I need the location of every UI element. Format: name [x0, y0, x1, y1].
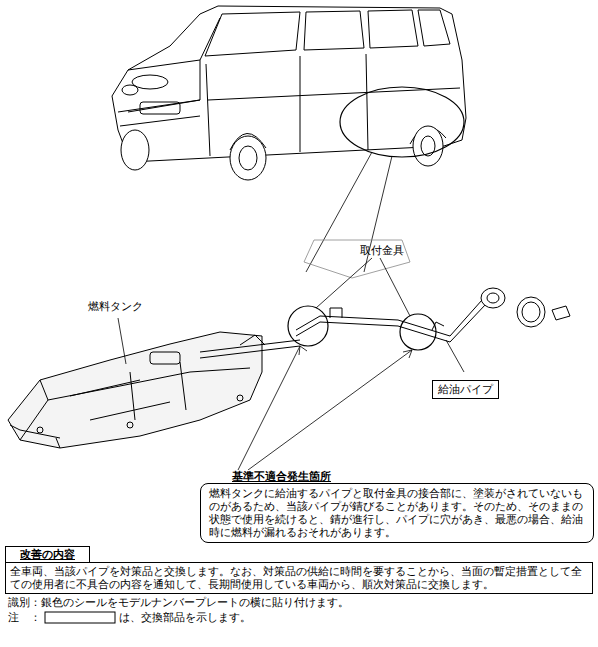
part-name: 取付金具 — [360, 244, 404, 257]
part-name: 燃料タンク — [88, 300, 143, 313]
callout-box: 基準不適合発生箇所燃料タンクに給油するパイプと取付金具の接合部に、塗装がされてい… — [200, 470, 594, 543]
replacement-part-mark — [45, 612, 115, 623]
callout-body: 燃料タンクに給油するパイプと取付金具の接合部に、塗装がされていないものがあるため… — [200, 483, 594, 543]
improvement-box: 改善の内容全車両、当該パイプを対策品と交換します。なお、対策品の供給に時間を要す… — [5, 546, 593, 594]
fuel-tank-drawing — [8, 318, 300, 448]
part-label-box: 給油パイプ — [432, 380, 499, 399]
note-text: 注 ： — [8, 611, 41, 624]
improvement-heading: 改善の内容 — [5, 546, 90, 562]
improvement-body: 全車両、当該パイプを対策品と交換します。なお、対策品の供給に時間を要することから… — [5, 562, 593, 594]
note-text: は、交換部品を示します。 — [119, 611, 251, 624]
van-drawing — [112, 6, 466, 278]
callout-heading: 基準不適合発生箇所 — [230, 470, 333, 483]
filler-pipe-drawing — [238, 258, 570, 470]
note-text: 識別：銀色のシールをモデルナンバープレートの横に貼り付けます。 — [8, 596, 349, 609]
part-name: 給油パイプ — [438, 383, 493, 396]
